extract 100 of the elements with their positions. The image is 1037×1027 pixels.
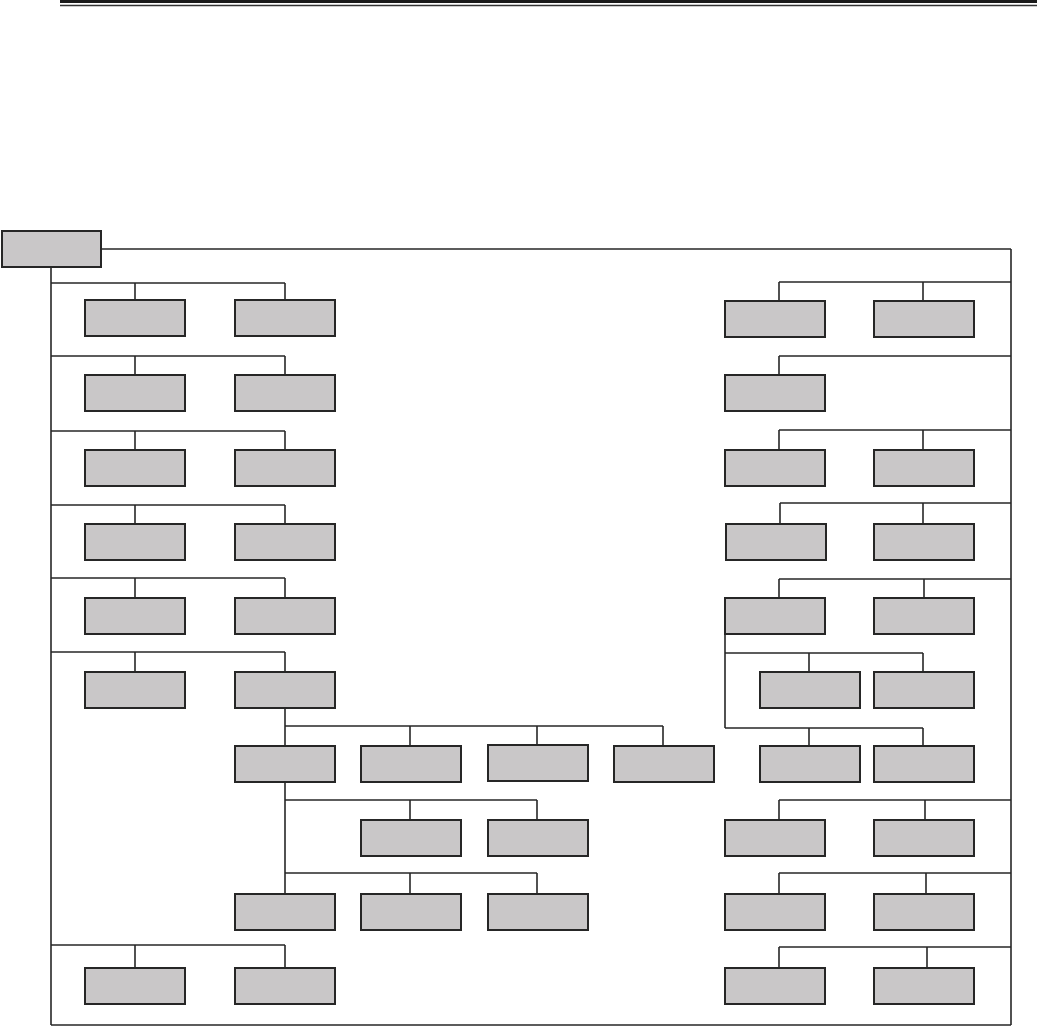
connector-line: [1010, 248, 1012, 948]
empty-box: [873, 671, 975, 709]
connector-line: [50, 944, 286, 946]
empty-box: [84, 597, 186, 635]
empty-box: [873, 893, 975, 931]
empty-box: [234, 374, 336, 412]
connector-line: [409, 725, 411, 746]
connector-line: [724, 727, 924, 729]
empty-box: [84, 523, 186, 561]
connector-line: [536, 725, 538, 745]
connector-line: [925, 872, 927, 894]
connector-line: [50, 651, 286, 653]
empty-box: [84, 299, 186, 337]
connector-line: [778, 946, 780, 968]
connector-line: [134, 651, 136, 672]
empty-box: [873, 300, 975, 338]
empty-box: [84, 671, 186, 709]
connector-line: [779, 502, 1012, 504]
connector-line: [284, 799, 538, 801]
connector-line: [923, 578, 925, 598]
empty-box: [724, 819, 826, 857]
empty-box: [613, 745, 715, 783]
empty-box: [873, 819, 975, 857]
connector-line: [922, 281, 924, 301]
connector-line: [922, 502, 924, 524]
connector-line: [284, 725, 664, 727]
connector-line: [778, 872, 780, 894]
connector-line: [778, 355, 780, 375]
empty-box: [234, 671, 336, 709]
connector-line: [50, 577, 286, 579]
connector-line: [778, 281, 780, 301]
connector-line: [134, 355, 136, 375]
connector-line: [284, 782, 286, 874]
connector-line: [284, 708, 286, 727]
empty-box: [873, 449, 975, 487]
empty-box: [487, 744, 589, 782]
connector-line: [284, 504, 286, 524]
connector-line: [724, 652, 924, 654]
empty-box: [234, 597, 336, 635]
empty-box: [724, 597, 826, 635]
connector-line: [926, 946, 928, 968]
connector-line: [101, 248, 1012, 250]
connector-line: [134, 282, 136, 300]
connector-line: [284, 282, 286, 300]
connector-line: [778, 429, 780, 450]
connector-line: [50, 282, 286, 284]
empty-box: [724, 967, 826, 1005]
connector-line: [924, 799, 926, 820]
connector-line: [778, 799, 780, 820]
empty-box: [724, 300, 826, 338]
empty-box: [84, 449, 186, 487]
empty-box: [360, 893, 462, 931]
connector-line: [778, 872, 1012, 874]
connector-line: [50, 355, 286, 357]
connector-line: [284, 944, 286, 968]
connector-line: [134, 430, 136, 450]
empty-box: [360, 745, 462, 783]
empty-box: [487, 819, 589, 857]
connector-line: [779, 502, 781, 524]
connector-line: [409, 799, 411, 820]
connector-line: [778, 578, 1012, 580]
connector-line: [284, 872, 286, 894]
empty-box: [234, 893, 336, 931]
empty-box: [84, 967, 186, 1005]
connector-line: [134, 577, 136, 598]
connector-line: [662, 725, 664, 746]
connector-line: [284, 651, 286, 672]
connector-line: [808, 727, 810, 746]
connector-line: [778, 799, 1012, 801]
connector-line: [778, 281, 1012, 283]
empty-box: [873, 745, 975, 783]
empty-box: [234, 523, 336, 561]
connector-line: [284, 725, 286, 746]
connector-line: [50, 504, 286, 506]
connector-line: [922, 727, 924, 746]
connector-line: [284, 577, 286, 598]
connector-line: [50, 267, 52, 946]
empty-box: [724, 449, 826, 487]
empty-box: [759, 671, 861, 709]
empty-box: [234, 745, 336, 783]
empty-box: [1, 230, 102, 268]
connector-line: [134, 944, 136, 968]
connector-line: [50, 430, 286, 432]
empty-box: [234, 967, 336, 1005]
connector-line: [778, 429, 1012, 431]
connector-line: [778, 946, 1012, 948]
empty-box: [873, 597, 975, 635]
empty-box: [873, 967, 975, 1005]
empty-box: [873, 523, 975, 561]
connector-line: [284, 430, 286, 450]
connector-line: [808, 652, 810, 672]
connector-line: [409, 872, 411, 894]
empty-box: [725, 523, 827, 561]
connector-line: [284, 872, 538, 874]
empty-box: [487, 893, 589, 931]
empty-box: [759, 745, 861, 783]
empty-box: [724, 893, 826, 931]
empty-box: [360, 819, 462, 857]
connector-line: [778, 355, 1012, 357]
empty-box: [84, 374, 186, 412]
